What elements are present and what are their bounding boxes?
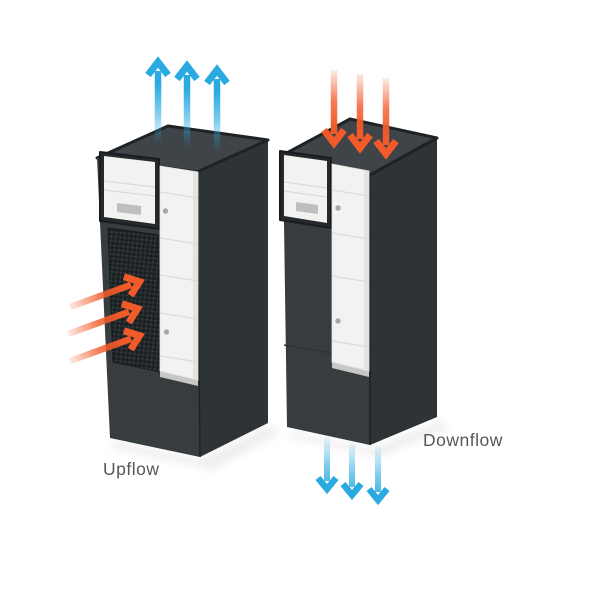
upflow-door-strip — [159, 165, 199, 386]
door-seam — [331, 275, 370, 283]
panel-seam — [103, 189, 156, 197]
door-strip-shading — [193, 171, 198, 380]
door-lock-dot — [162, 208, 169, 214]
door-seam — [331, 189, 370, 197]
upflow-unit: Upflow — [66, 56, 281, 479]
door-lock-dot — [335, 318, 341, 324]
upflow-control-panel — [99, 151, 160, 230]
door-seam — [159, 237, 199, 245]
up-arrow-icon — [204, 64, 230, 150]
door-strip-shading — [364, 170, 369, 371]
upflow-label: Upflow — [103, 459, 160, 479]
panel-seam — [283, 190, 328, 198]
mesh-perforation-pattern — [108, 228, 161, 372]
downflow-panel-badge — [296, 202, 318, 214]
door-strip-face — [159, 165, 199, 381]
upflow-exhaust-arrows — [145, 56, 230, 150]
downflow-control-panel — [279, 150, 332, 229]
panel-seam — [283, 181, 328, 189]
downflow-control-panel-face — [284, 155, 327, 223]
intake-arrow-icon — [347, 74, 373, 154]
door-lock-dot — [163, 329, 170, 335]
door-seam — [159, 274, 199, 282]
downflow-unit-shadow — [289, 421, 449, 457]
intake-arrow-icon — [68, 273, 145, 311]
intake-arrow-icon — [68, 327, 145, 365]
upflow-intake-mesh — [107, 227, 162, 373]
downflow-label: Downflow — [423, 430, 503, 450]
intake-arrow-icon — [373, 78, 399, 160]
up-arrow-icon — [145, 56, 171, 142]
downflow-cabinet-side-face — [370, 138, 437, 445]
door-seam — [159, 355, 199, 363]
down-arrow-icon — [315, 436, 339, 495]
intake-arrow-icon — [321, 70, 347, 149]
door-lock-dot — [335, 205, 341, 211]
panel-seam — [103, 180, 156, 188]
door-seam — [331, 232, 370, 240]
upflow-cabinet-side-face — [197, 140, 268, 457]
downflow-intake-arrows — [321, 70, 399, 160]
down-arrow-icon — [340, 442, 364, 501]
downflow-door-strip — [331, 163, 370, 377]
down-arrow-icon — [366, 446, 390, 506]
cabinet-front-seam — [283, 344, 333, 354]
door-seam — [159, 312, 199, 320]
upflow-control-panel-face — [104, 156, 155, 224]
up-arrow-icon — [174, 60, 200, 146]
door-seam — [331, 340, 370, 348]
intake-arrow-icon — [66, 300, 143, 338]
downflow-exhaust-arrows — [315, 436, 390, 506]
upflow-unit-shadow — [110, 425, 281, 470]
downflow-unit: Downflow — [279, 70, 503, 506]
door-seam — [159, 191, 199, 199]
upflow-intake-arrows — [66, 273, 145, 365]
door-strip-bottom-edge — [332, 362, 369, 377]
upflow-panel-badge — [117, 203, 141, 215]
door-strip-bottom-edge — [160, 371, 198, 386]
